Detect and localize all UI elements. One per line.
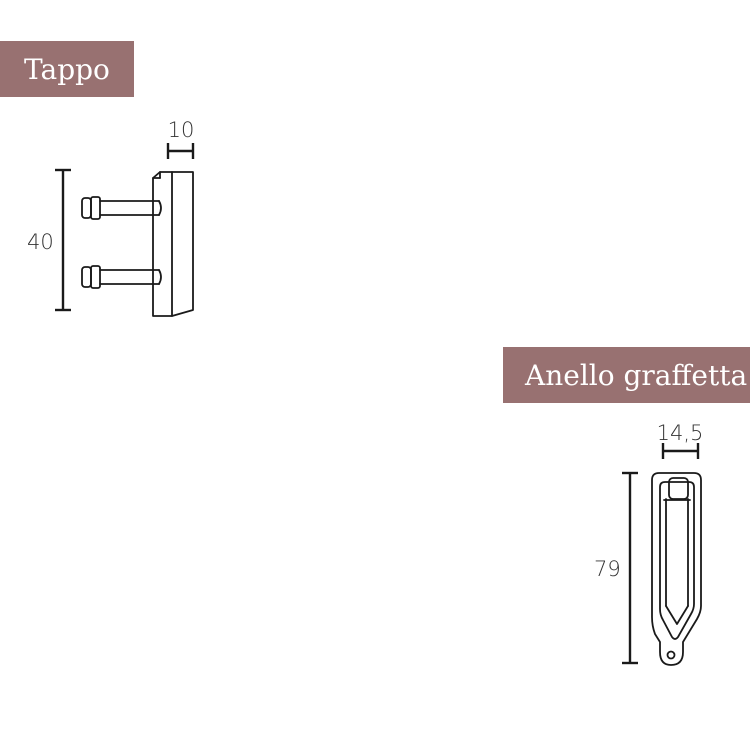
anello-top-roller: [663, 477, 691, 501]
anello-eyelet: [666, 650, 676, 660]
anello-inner-v-lines: [665, 498, 689, 625]
anello-title-label: Anello graffetta: [503, 347, 750, 403]
tappo-upper-pin: [81, 196, 162, 220]
tappo-width-value: 10: [168, 118, 195, 142]
tappo-width-dimension: 10: [166, 118, 195, 159]
tappo-drawing: 10 40: [27, 118, 195, 317]
anello-ring-inner: [659, 481, 695, 640]
anello-height-value: 79: [594, 557, 621, 581]
anello-width-dimension: 14,5: [657, 421, 704, 459]
anello-drawing: 14,5 79: [594, 421, 704, 666]
tappo-height-value: 40: [27, 230, 54, 254]
tappo-cap-body: [152, 171, 194, 317]
anello-ring-outer: [651, 472, 702, 666]
anello-title-text: Anello graffetta: [525, 358, 748, 392]
anello-height-dimension: 79: [594, 471, 638, 665]
anello-width-value: 14,5: [657, 421, 704, 445]
tappo-title-label: Tappo: [0, 41, 134, 97]
tappo-height-dimension: 40: [27, 168, 71, 312]
tappo-lower-pin: [81, 265, 162, 289]
tappo-title-text: Tappo: [24, 52, 110, 86]
